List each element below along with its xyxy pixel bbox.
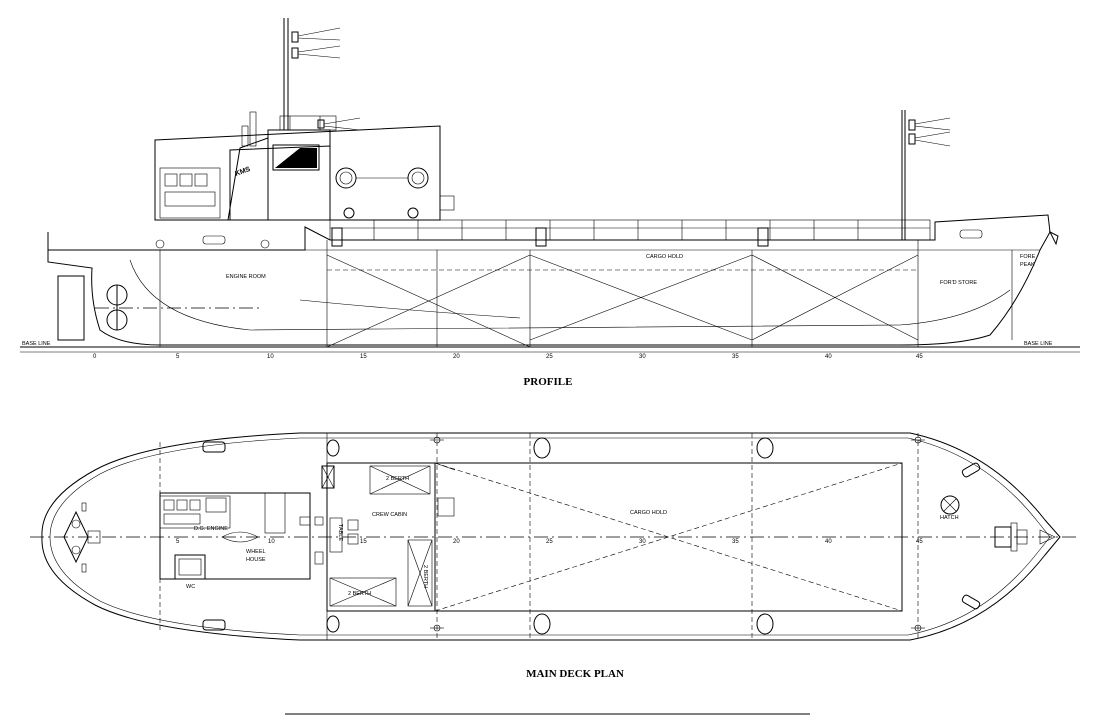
cargo-hold-bracing — [326, 250, 919, 348]
base-line-right-label: BASE LINE — [1024, 341, 1053, 347]
table-label: TABLE — [337, 524, 343, 541]
deck-tick-35: 35 — [732, 539, 739, 545]
wheel-house: WHEEL HOUSE D.G. ENGINE WC — [159, 492, 324, 590]
steering-gear — [63, 502, 101, 573]
hatch-label: HATCH — [940, 515, 959, 521]
profile-title: PROFILE — [524, 376, 573, 388]
propeller — [106, 284, 128, 331]
deck-plan-title: MAIN DECK PLAN — [526, 668, 624, 680]
profile-tick-45: 45 — [916, 354, 923, 360]
wheel-house-label-2: HOUSE — [246, 557, 266, 563]
deck-tick-5: 5 — [176, 539, 180, 545]
dg-engine-label: D.G. ENGINE — [194, 526, 228, 532]
profile-tick-0: 0 — [93, 354, 97, 360]
fore-peak-label-1: FORE — [1020, 254, 1036, 260]
wheel-house-label-1: WHEEL — [246, 549, 266, 555]
deck-tick-15: 15 — [360, 539, 367, 545]
profile-tick-35: 35 — [732, 354, 739, 360]
deck-tick-30: 30 — [639, 539, 646, 545]
base-line-left-label: BASE LINE — [22, 341, 51, 347]
deck-tick-10: 10 — [268, 539, 275, 545]
fore-peak-label-2: PEAK — [1020, 262, 1035, 268]
fwd-store-label: FOR'D STORE — [940, 280, 977, 286]
fwd-hatch: HATCH — [940, 495, 960, 521]
profile-cargo-hold-label: CARGO HOLD — [646, 254, 683, 260]
superstructure: KMS — [154, 111, 455, 221]
engine-room-label: ENGINE ROOM — [226, 274, 266, 280]
berth-side-label: 2 BERTH — [422, 565, 428, 588]
wc-label: WC — [186, 584, 195, 590]
berth-bottom-label: 2 BERTH — [348, 591, 371, 597]
profile-tick-10: 10 — [267, 354, 274, 360]
profile-hull — [47, 214, 1051, 346]
deck-cargo-hold-label: CARGO HOLD — [630, 510, 667, 516]
berth-top-label: 2 BERTH — [386, 476, 409, 482]
fore-mast — [901, 110, 951, 240]
crew-cabin-label: CREW CABIN — [372, 512, 407, 518]
profile-frame-ticks: 0 5 10 15 20 25 30 35 40 45 — [93, 354, 923, 360]
fairleads — [430, 436, 925, 632]
profile-tick-25: 25 — [546, 354, 553, 360]
profile-tick-20: 20 — [453, 354, 460, 360]
deck-tick-40: 40 — [825, 539, 832, 545]
rudder — [57, 275, 85, 341]
aft-mast — [283, 18, 361, 131]
deck-tick-20: 20 — [453, 539, 460, 545]
profile-tick-15: 15 — [360, 354, 367, 360]
profile-tick-5: 5 — [176, 354, 180, 360]
crew-cabin: 2 BERTH 2 BERTH 2 BERTH CREW CABIN TABLE — [321, 462, 455, 612]
deck-plan-view: CARGO HOLD 2 BERTH 2 BERTH 2 BERTH CREW … — [30, 432, 1080, 680]
deck-hull-outline — [41, 432, 1061, 641]
profile-view: BASE LINE BASE LINE — [20, 18, 1080, 388]
bollards — [202, 437, 981, 635]
profile-tick-40: 40 — [825, 354, 832, 360]
deck-frame-ticks: 5 10 15 20 25 30 35 40 45 — [176, 539, 923, 545]
deck-tick-45: 45 — [916, 539, 923, 545]
windlass — [994, 522, 1056, 552]
profile-tick-30: 30 — [639, 354, 646, 360]
deck-tick-25: 25 — [546, 539, 553, 545]
